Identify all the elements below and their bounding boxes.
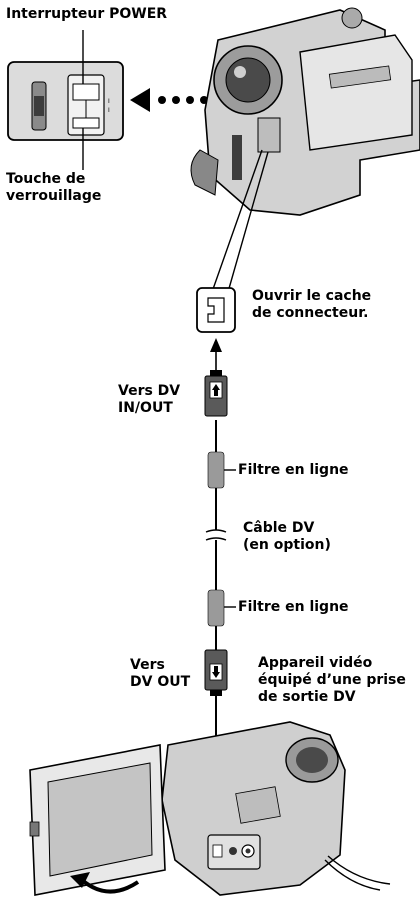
top-camcorder [191, 8, 420, 215]
inline-filter-top-label: Filtre en ligne [238, 462, 349, 479]
connector-cover-callout [197, 288, 235, 332]
plug-to-cover-arrow [210, 338, 222, 370]
to-dv-inout-label: Vers DV IN/OUT [118, 383, 180, 417]
power-switch-label: Interrupteur POWER [6, 6, 167, 23]
video-device-label: Appareil vidéo équipé d’une prise de sor… [258, 655, 406, 706]
svg-text:I: I [108, 107, 110, 114]
svg-text:I: I [108, 98, 110, 105]
power-switch-inset: I I [8, 62, 123, 140]
bottom-camcorder [30, 722, 390, 895]
lock-key-label: Touche de verrouillage [6, 171, 101, 205]
inline-filter-bottom-label: Filtre en ligne [238, 599, 349, 616]
to-dv-out-label: Vers DV OUT [130, 657, 190, 691]
dv-cable [205, 370, 227, 790]
dv-cable-label: Câble DV (en option) [243, 520, 331, 554]
open-cover-label: Ouvrir le cache de connecteur. [252, 288, 371, 322]
dotted-arrow [130, 88, 208, 112]
